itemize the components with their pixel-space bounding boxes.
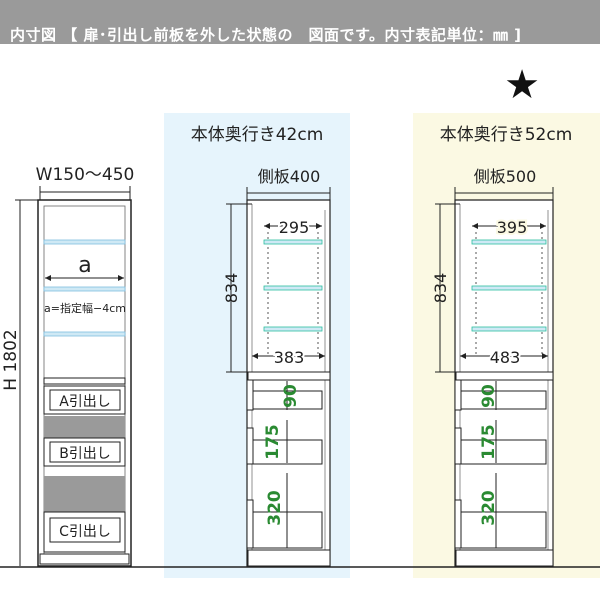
drawer-box [249,439,323,465]
front-shelf [43,286,126,292]
drawer-b-label: B引出し [59,446,111,462]
side-view-52: 本体奥行き52cm 側板500 834 395 483 [431,125,573,567]
panel-42-side-label: 側板400 [258,167,321,186]
front-a-label: a [78,253,91,278]
panel-42-drawer-height-c: 320 [265,490,285,526]
panel-42-title: 本体奥行き42cm [191,125,324,145]
star-icon: ★ [504,62,540,108]
front-shelf [43,239,126,245]
panel-42-drawer-height-a: 90 [281,384,301,408]
panel-42-inner-depth: 383 [274,348,305,367]
side-view-42: 本体奥行き42cm 側板400 834 295 383 [191,125,331,567]
header-bar: 内寸図 【 扉･引出し前板を外した状態の 図面です。内寸表記単位：㎜ ] [0,0,600,44]
front-height-label: H 1802 [1,329,21,390]
shelf-board [263,285,323,291]
shelf-board [263,326,323,332]
drawer-c-label: C引出し [59,524,111,540]
shelf-board [263,239,323,245]
panel-42-inner-height: 834 [222,273,241,304]
panel-42-drawer-height-b: 175 [263,424,283,460]
front-shelf [43,331,126,337]
shelf-board [471,239,547,245]
panel-52-side-label: 側板500 [474,167,537,186]
drawer-box [457,439,547,465]
panel-52-drawer-height-a: 90 [479,384,499,408]
panel-52-shelf-depth: 395 [497,218,528,237]
shelf-board [471,326,547,332]
panel-52-inner-height: 834 [431,273,450,304]
drawer-box [249,511,323,549]
drawer-b-box [49,441,121,463]
drawer-c-box [49,517,121,543]
panel-42-shelf-depth: 295 [279,218,310,237]
panel-52-drawer-height-b: 175 [479,424,499,460]
drawer-box [457,511,547,549]
front-view: W150～450 H 1802 a a=指定幅−4cm A引出し B引出し [1,165,135,567]
shelf-board [471,285,547,291]
drawer-box [457,390,547,410]
drawer-a-label: A引出し [59,394,111,410]
panel-52-drawer-height-c: 320 [479,490,499,526]
drawer-a-box [49,389,121,411]
front-width-label: W150～450 [36,165,135,185]
front-a-note: a=指定幅−4cm [44,301,126,315]
header-title: 内寸図 【 扉･引出し前板を外した状態の 図面です。内寸表記単位：㎜ ] [10,26,522,44]
panel-52-inner-depth: 483 [490,348,521,367]
panel-52-title: 本体奥行き52cm [440,125,573,145]
